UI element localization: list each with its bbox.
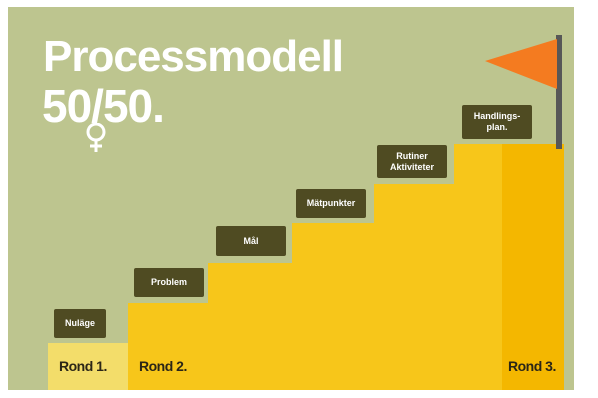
- step-label-text: Problem: [150, 277, 187, 287]
- step-label-line1: Rutiner: [396, 150, 428, 161]
- step-label-line2: plan.: [486, 122, 508, 132]
- stair-step-4: [292, 223, 374, 390]
- process-diagram: Processmodell 50/50. Nuläge Problem Mål …: [8, 7, 574, 390]
- stair-step-1: [48, 343, 128, 390]
- step-label-line2: Aktiviteter: [389, 161, 434, 172]
- step-label-line1: Handlings-: [473, 111, 521, 121]
- round-label-2: Rond 2.: [139, 358, 187, 374]
- step-label-text: Nuläge: [64, 318, 95, 328]
- step-label-problem: Problem: [134, 268, 204, 297]
- stair-step-6: [454, 144, 502, 390]
- step-label-nulage: Nuläge: [54, 309, 106, 338]
- step-label-mal: Mål: [216, 226, 286, 256]
- step-label-matpunkter: Mätpunkter: [296, 189, 366, 218]
- step-label-text: Mål: [243, 235, 259, 246]
- step-label-handlingsplan: Handlings- plan.: [462, 105, 532, 139]
- diagram-subtitle: 50/50.: [42, 80, 165, 132]
- round-label-1: Rond 1.: [59, 358, 107, 374]
- stair-step-2: [128, 303, 208, 390]
- flag-pole: [556, 35, 562, 149]
- stair-step-5: [374, 184, 454, 390]
- flag-icon: [485, 39, 557, 89]
- round-label-3: Rond 3.: [508, 358, 556, 374]
- step-label-text: Mätpunkter: [306, 198, 356, 208]
- stair-step-3: [208, 263, 292, 390]
- gender-symbols-icon: [86, 123, 106, 152]
- step-label-rutiner-aktiviteter: Rutiner Aktiviteter: [377, 145, 447, 178]
- stair-step-final: [502, 144, 564, 390]
- diagram-title: Processmodell: [43, 32, 344, 81]
